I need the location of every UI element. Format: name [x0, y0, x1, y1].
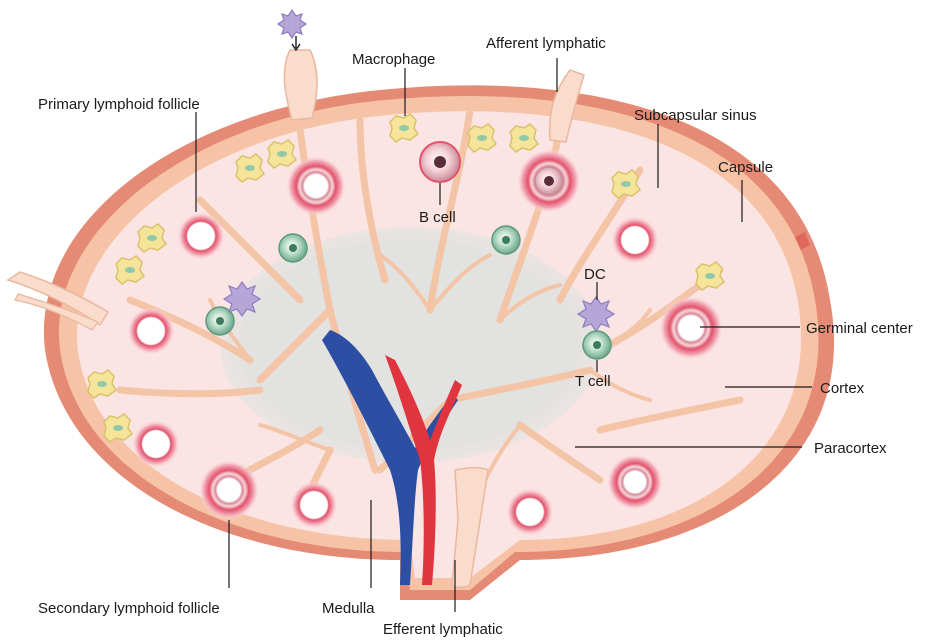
- label-primary-follicle: Primary lymphoid follicle: [38, 96, 200, 113]
- label-cortex: Cortex: [820, 380, 865, 397]
- dc-migration-arrow: [292, 36, 300, 50]
- afferent-lymphatic-top: [284, 50, 317, 120]
- label-capsule: Capsule: [718, 159, 773, 176]
- label-medulla: Medulla: [322, 600, 375, 617]
- label-t-cell: T cell: [575, 373, 611, 390]
- label-paracortex: Paracortex: [814, 440, 887, 457]
- label-subcapsular-sinus: Subcapsular sinus: [634, 107, 757, 124]
- label-dc: DC: [584, 266, 606, 283]
- label-secondary-follicle: Secondary lymphoid follicle: [38, 600, 220, 617]
- label-afferent-lymphatic: Afferent lymphatic: [486, 35, 606, 52]
- label-macrophage: Macrophage: [352, 51, 435, 68]
- label-b-cell: B cell: [419, 209, 456, 226]
- label-germinal-center: Germinal center: [806, 320, 913, 337]
- label-efferent-lymphatic: Efferent lymphatic: [383, 621, 503, 638]
